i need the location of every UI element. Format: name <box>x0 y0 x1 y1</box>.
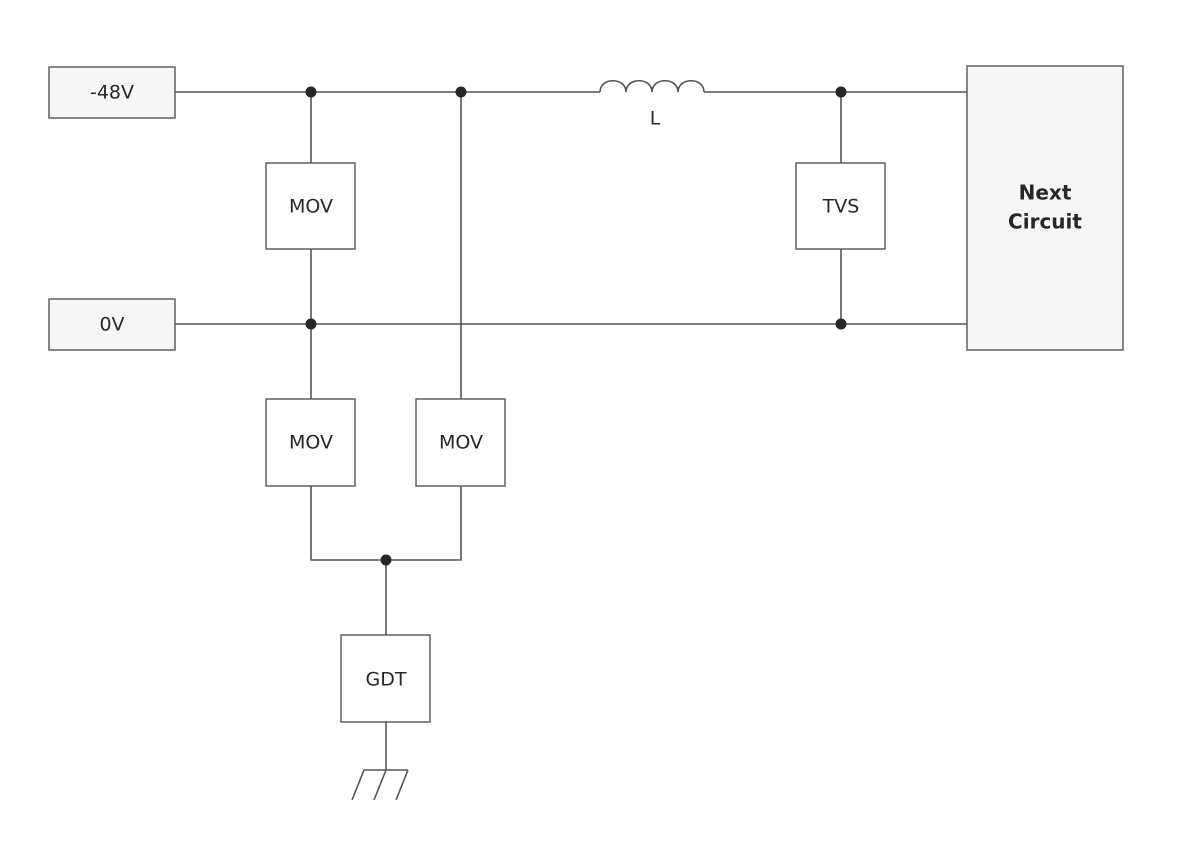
mov-top-box <box>265 162 356 250</box>
inductor-symbol: L <box>599 79 705 130</box>
mov-bottom-right: MOV <box>415 398 506 487</box>
input-neg48v: -48V <box>48 66 176 119</box>
mov-top-label: MOV <box>289 196 333 218</box>
input-neg48v-label: -48V <box>90 82 134 104</box>
input-neg48v-box <box>48 66 176 119</box>
input-0v-box <box>48 298 176 351</box>
mov-bottom-left-box <box>265 398 356 487</box>
junction-dot <box>380 554 392 566</box>
junction-dots <box>305 86 847 566</box>
next-circuit: Next Circuit <box>966 65 1124 351</box>
inductor-coil <box>599 79 705 93</box>
mov-bottom-right-box <box>415 398 506 487</box>
junction-dot <box>305 318 317 330</box>
mov-bottom-right-label: MOV <box>439 432 483 454</box>
input-0v: 0V <box>48 298 176 351</box>
next-circuit-label-line1: Next <box>1019 181 1072 205</box>
gdt-label: GDT <box>366 669 407 691</box>
gdt-box <box>340 634 431 723</box>
mov-top: MOV <box>265 162 356 250</box>
mov-bottom-left-label: MOV <box>289 432 333 454</box>
inductor-label: L <box>650 108 661 130</box>
junction-dot <box>305 86 317 98</box>
ground-icon <box>351 769 409 801</box>
next-circuit-label-line2: Circuit <box>1008 210 1082 234</box>
tvs-label: TVS <box>822 196 860 218</box>
junction-dot <box>455 86 467 98</box>
gdt: GDT <box>340 634 431 723</box>
mov-bottom-left: MOV <box>265 398 356 487</box>
tvs: TVS <box>795 162 886 250</box>
wire-mov-bottom-join <box>310 486 462 561</box>
input-0v-label: 0V <box>99 314 124 336</box>
junction-dot <box>835 318 847 330</box>
junction-dot <box>835 86 847 98</box>
next-circuit-box <box>966 65 1124 351</box>
tvs-box <box>795 162 886 250</box>
